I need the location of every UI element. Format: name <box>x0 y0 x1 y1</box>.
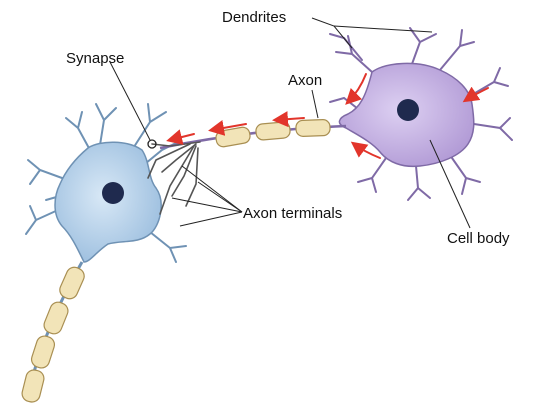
label-axon: Axon <box>288 73 322 88</box>
label-synapse: Synapse <box>66 51 124 66</box>
label-axon-terminals: Axon terminals <box>243 206 342 221</box>
receiving-neuron-axon <box>20 262 86 404</box>
label-cell-body: Cell body <box>447 231 510 246</box>
receiving-neuron-nucleus <box>102 182 124 204</box>
label-dendrites: Dendrites <box>222 10 286 25</box>
sending-neuron-axon <box>148 119 346 214</box>
sending-neuron-nucleus <box>397 99 419 121</box>
